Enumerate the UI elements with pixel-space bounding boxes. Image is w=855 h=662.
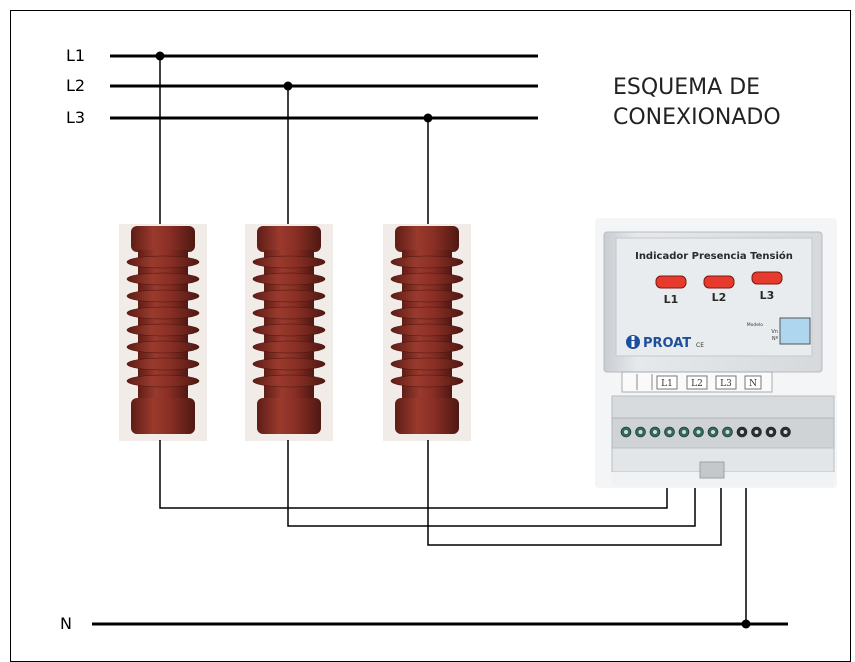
model-label: Modelo <box>747 322 764 328</box>
wire-l3-to-device <box>427 440 722 546</box>
wire-l2-to-device <box>287 440 696 527</box>
voltage-label: Vn <box>771 329 778 335</box>
voltage-indicator-device: Indicador Presencia Tensión L1 L2 L3 PRO… <box>595 218 837 488</box>
junction-dot-l2 <box>283 81 293 91</box>
terminal-label-l1: L1 <box>661 379 673 389</box>
label-l1: L1 <box>66 46 85 65</box>
label-l3: L3 <box>66 108 85 127</box>
terminal-label-l2: L2 <box>691 379 703 389</box>
label-n: N <box>60 614 72 633</box>
insulator-l1 <box>119 224 207 441</box>
terminal-screws <box>620 426 791 438</box>
insulator-l3 <box>383 224 471 441</box>
led-label-l2: L2 <box>712 291 727 304</box>
terminal-label-l3: L3 <box>720 379 732 389</box>
terminal-label-n: N <box>749 379 757 389</box>
junction-dot-l1 <box>155 51 165 61</box>
junction-dot-l3 <box>423 113 433 123</box>
insulator-l2 <box>245 224 333 441</box>
label-box <box>779 317 811 345</box>
ce-mark: CE <box>696 342 704 349</box>
label-l2: L2 <box>66 76 85 95</box>
serial-label: Nº <box>772 336 779 342</box>
device-heading: Indicador Presencia Tensión <box>635 250 793 262</box>
led-label-l3: L3 <box>760 289 775 302</box>
led-l3 <box>751 271 783 285</box>
led-l2 <box>703 275 735 289</box>
insulators <box>119 224 471 441</box>
title-line2: CONEXIONADO <box>613 105 781 130</box>
led-l1 <box>655 275 687 289</box>
wire-l1-to-device <box>159 440 668 509</box>
phase-bus-lines <box>92 54 788 626</box>
brand-name: PROAT <box>643 336 691 351</box>
led-label-l1: L1 <box>664 293 679 306</box>
title-line1: ESQUEMA DE <box>613 75 760 100</box>
